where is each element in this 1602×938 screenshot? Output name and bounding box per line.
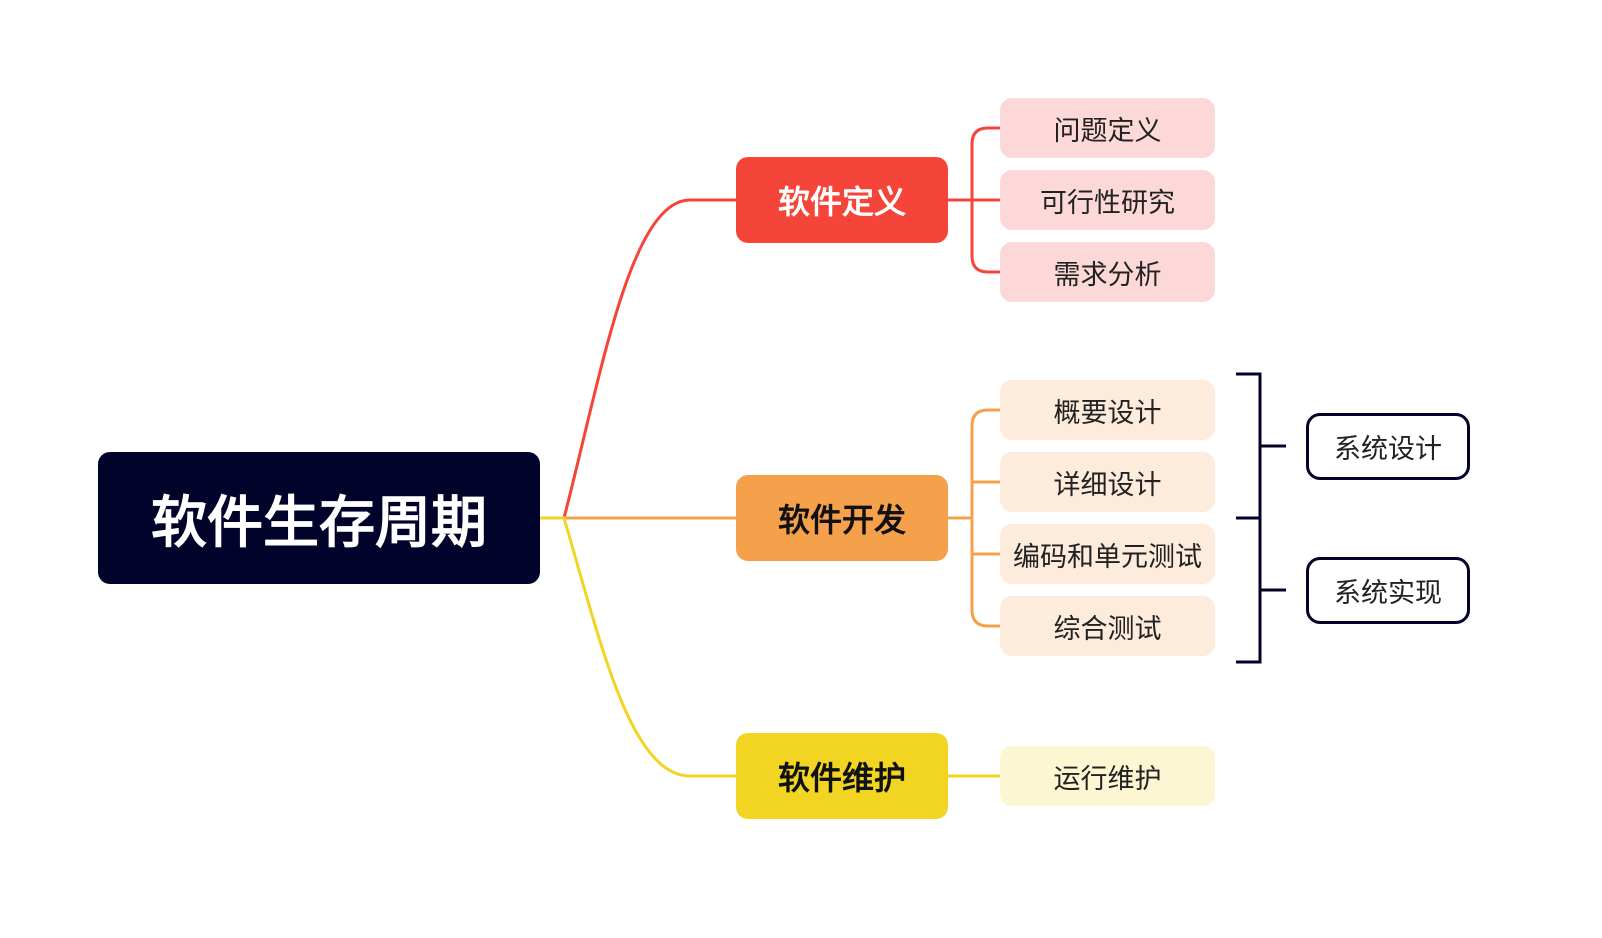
link-development-leaves <box>948 408 1000 628</box>
branch-node-development[interactable]: 软件开发 <box>736 475 948 561</box>
link-definition-leaves <box>948 126 1000 274</box>
leaf-node[interactable]: 运行维护 <box>1000 746 1215 806</box>
leaf-node[interactable]: 综合测试 <box>1000 596 1215 656</box>
branch-node-maintenance[interactable]: 软件维护 <box>736 733 948 819</box>
leaf-node[interactable]: 概要设计 <box>1000 380 1215 440</box>
bracket-system-implementation <box>1236 516 1286 664</box>
root-node[interactable]: 软件生存周期 <box>98 452 540 584</box>
group-node-system-implementation[interactable]: 系统实现 <box>1306 557 1470 624</box>
leaf-node[interactable]: 可行性研究 <box>1000 170 1215 230</box>
leaf-node[interactable]: 问题定义 <box>1000 98 1215 158</box>
link-root-branch-maintenance <box>540 516 736 778</box>
link-root-branch-definition <box>540 198 736 520</box>
leaf-node[interactable]: 详细设计 <box>1000 452 1215 512</box>
group-node-system-design[interactable]: 系统设计 <box>1306 413 1470 480</box>
bracket-system-design <box>1236 372 1286 520</box>
leaf-node[interactable]: 需求分析 <box>1000 242 1215 302</box>
leaf-node[interactable]: 编码和单元测试 <box>1000 524 1215 584</box>
branch-node-definition[interactable]: 软件定义 <box>736 157 948 243</box>
